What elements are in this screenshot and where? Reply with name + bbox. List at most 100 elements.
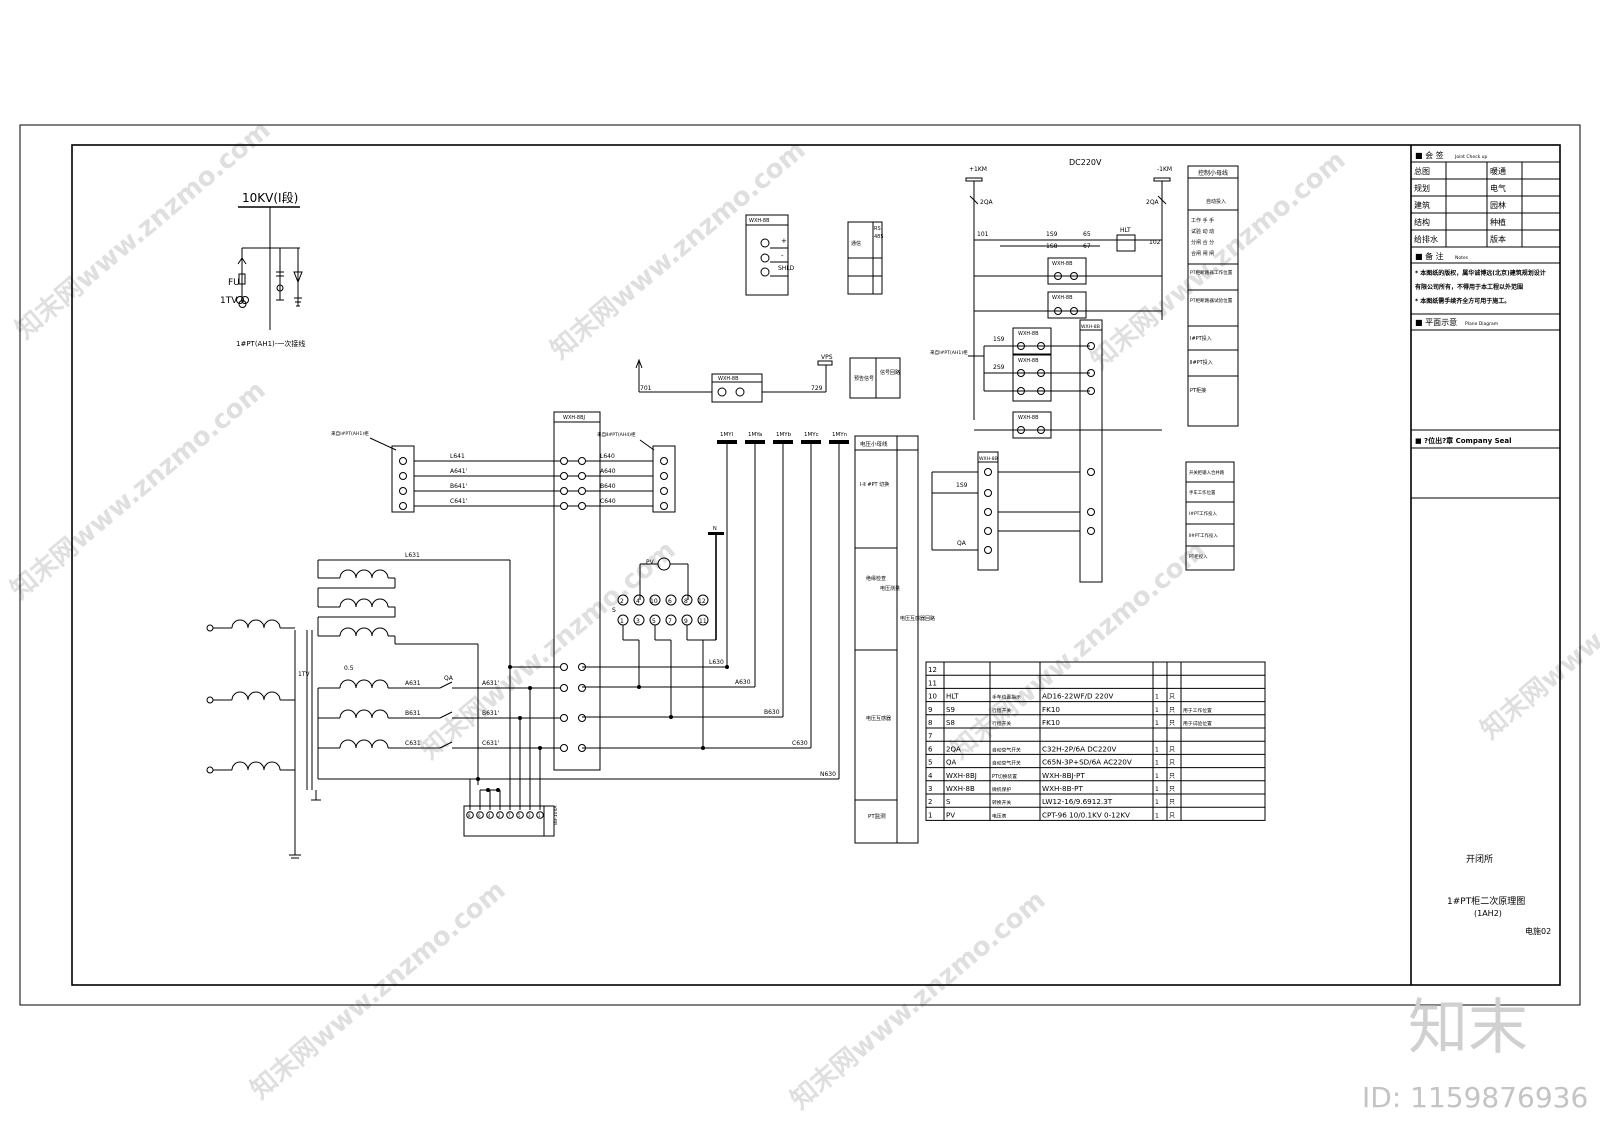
sw-num: 12 bbox=[698, 598, 706, 605]
tr-label: C631 bbox=[405, 740, 421, 747]
lp-1s9: 1S9 bbox=[956, 482, 968, 489]
watermark-text: 知末网www.znzmo.com bbox=[10, 115, 276, 345]
tv-label: 1TV bbox=[220, 296, 238, 306]
fuse-left: 2QA bbox=[980, 199, 994, 206]
table-cell-code: PV bbox=[946, 811, 955, 819]
dc-title: DC220V bbox=[1069, 158, 1102, 167]
bus-line-label: C641' bbox=[450, 498, 468, 505]
comm-minus: - bbox=[781, 252, 784, 260]
signal-left: 预告信号 bbox=[854, 375, 874, 382]
bus-right-label: 来自Ⅱ#PT(AH4)柜 bbox=[597, 431, 636, 438]
table-cell-model: WXH-8B-PT bbox=[1042, 784, 1083, 793]
table-cell-code: HLT bbox=[946, 693, 959, 701]
tb-pingmian-en: Plane Diagram bbox=[1465, 321, 1498, 327]
bus-line-label: L641 bbox=[450, 453, 465, 460]
tr-label: B630 bbox=[764, 709, 780, 716]
tr-label: C630 bbox=[792, 740, 808, 747]
rp-1s9: 1S9 bbox=[993, 336, 1005, 343]
table-row: 12 bbox=[928, 666, 937, 674]
lp-qa: QA bbox=[957, 540, 967, 547]
lp-item: PT柜投入 bbox=[1189, 553, 1208, 560]
dc-pos: +1KM bbox=[969, 166, 987, 173]
table-cell-qty: 1 bbox=[1155, 707, 1159, 714]
table-cell-no: 11 bbox=[928, 679, 937, 687]
table-cell-unit: 只 bbox=[1169, 746, 1175, 753]
dc-wxh-1: WXH-8B bbox=[1052, 261, 1073, 267]
n65: 65 bbox=[1083, 231, 1091, 238]
table-cell-unit: 只 bbox=[1169, 694, 1175, 701]
table-cell-unit: 只 bbox=[1169, 812, 1175, 819]
tb-grid-cell: 版本 bbox=[1490, 234, 1506, 244]
vbus-meter: 电压互感器 bbox=[866, 715, 891, 722]
tb-grid-cell: 总图 bbox=[1414, 166, 1430, 176]
table-cell-name: PT切换装置 bbox=[992, 773, 1017, 780]
fuse-right: 2QA bbox=[1146, 199, 1160, 206]
tb-note: 有限公司所有，不得用于本工程以外范围 bbox=[1415, 283, 1523, 291]
table-cell-code: WXH-8B bbox=[946, 785, 975, 793]
vbus-pt-label: Ⅰ-Ⅱ #PT 切换 bbox=[860, 481, 889, 488]
lower-term-title: WXH-8B bbox=[979, 456, 998, 462]
sw-num: 5 bbox=[652, 618, 656, 625]
vbus-ptmon: PT监测 bbox=[868, 812, 886, 820]
tb-grid-cell: 种植 bbox=[1490, 217, 1506, 227]
table-cell-code: 2QA bbox=[946, 745, 961, 753]
watermark-text: 知末网www.znzmo.com bbox=[245, 875, 511, 1105]
tb-grid-cell: 电气 bbox=[1490, 183, 1506, 193]
title-block: ■ 会 签 Joint Check up 总图暖通规划电气建筑园林结构种植给排水… bbox=[1410, 144, 1560, 985]
tb-huiqian: ■ 会 签 bbox=[1415, 150, 1444, 160]
bus-tag: 1MYn bbox=[832, 432, 848, 438]
bus-line-label: A640 bbox=[600, 468, 616, 475]
tb-drawing-title: 1#PT柜二次原理图 bbox=[1447, 895, 1525, 907]
table-cell-qty: 1 bbox=[1155, 760, 1159, 767]
tb-note: * 本图纸的版权，属华诚博远(北京)建筑规划设计 bbox=[1415, 269, 1546, 277]
table-cell-no: 6 bbox=[928, 745, 933, 753]
table-cell-code: S8 bbox=[946, 719, 955, 727]
cb-item: PT柜断路器工作位置 bbox=[1190, 269, 1233, 276]
tr-qa: QA bbox=[444, 675, 454, 682]
table-cell-name: 微机保护 bbox=[992, 786, 1011, 793]
table-cell-no: 3 bbox=[928, 785, 932, 793]
tb-grid-cell: 给排水 bbox=[1414, 234, 1438, 244]
dc-neg: -1KM bbox=[1157, 166, 1172, 173]
bottom-terminals: 8 6 4 2 7 5 3 1 bbox=[466, 811, 544, 819]
signal-loop: WXH-8B VPS 701 729 预告信号 信号回路 bbox=[635, 354, 901, 403]
rp-wxh-3: WXH-8B bbox=[1018, 415, 1039, 421]
tr-label: A631' bbox=[482, 680, 500, 687]
fu-label: FU bbox=[228, 278, 240, 288]
table-cell-model: AD16-22WF/D 220V bbox=[1042, 692, 1114, 701]
voltage-bus-column: 电压小母线 Ⅰ-Ⅱ #PT 切换 绝缘检查 电压测量 电压互感器 电压互感器回路… bbox=[854, 435, 935, 844]
watermark-text: 知末网www.znzmo.com bbox=[1085, 145, 1351, 375]
table-cell-model: LW12-16/9.6912.3T bbox=[1042, 797, 1113, 806]
tr-label: B631' bbox=[482, 710, 500, 717]
tb-huiqian-en: Joint Check up bbox=[1454, 154, 1488, 160]
table-cell-unit: 只 bbox=[1169, 786, 1175, 793]
table-cell-qty: 1 bbox=[1155, 773, 1159, 780]
table-cell-no: 7 bbox=[928, 732, 932, 740]
signal-module-title: WXH-8B bbox=[718, 376, 739, 382]
cb-item: Ⅱ#PT投入 bbox=[1190, 359, 1213, 366]
tb-project: 开闭所 bbox=[1466, 853, 1493, 865]
tr-accuracy: 0.5 bbox=[344, 665, 354, 672]
table-cell-model: C65N-3P+SD/6A AC220V bbox=[1042, 758, 1132, 767]
sw-num: 1 bbox=[620, 618, 624, 625]
table-cell-unit: 只 bbox=[1169, 720, 1175, 727]
table-cell-no: 12 bbox=[928, 666, 937, 674]
transformer-secondary: 1TV L631 0.5 bbox=[206, 526, 839, 859]
switch-s-label: S bbox=[612, 607, 616, 614]
tb-note: * 本图纸需手续齐全方可用于施工。 bbox=[1415, 297, 1510, 305]
vbus-insul: 绝缘检查 bbox=[866, 575, 886, 582]
table-cell-qty: 1 bbox=[1155, 720, 1159, 727]
table-cell-no: 4 bbox=[928, 772, 933, 780]
cb-row: 合闸 闸 闸 bbox=[1191, 250, 1214, 257]
tr-label: C631' bbox=[482, 740, 500, 747]
cb-row: 试验 动 动 bbox=[1191, 228, 1214, 235]
rs485-block: RS 485 通信 bbox=[847, 221, 884, 295]
bus-tag: 1MYb bbox=[776, 432, 792, 438]
comm-module: WXH-8B + - SHLD bbox=[745, 214, 795, 296]
table-cell-name: 电压表 bbox=[992, 812, 1007, 819]
tb-grid-cell: 园林 bbox=[1490, 200, 1506, 210]
